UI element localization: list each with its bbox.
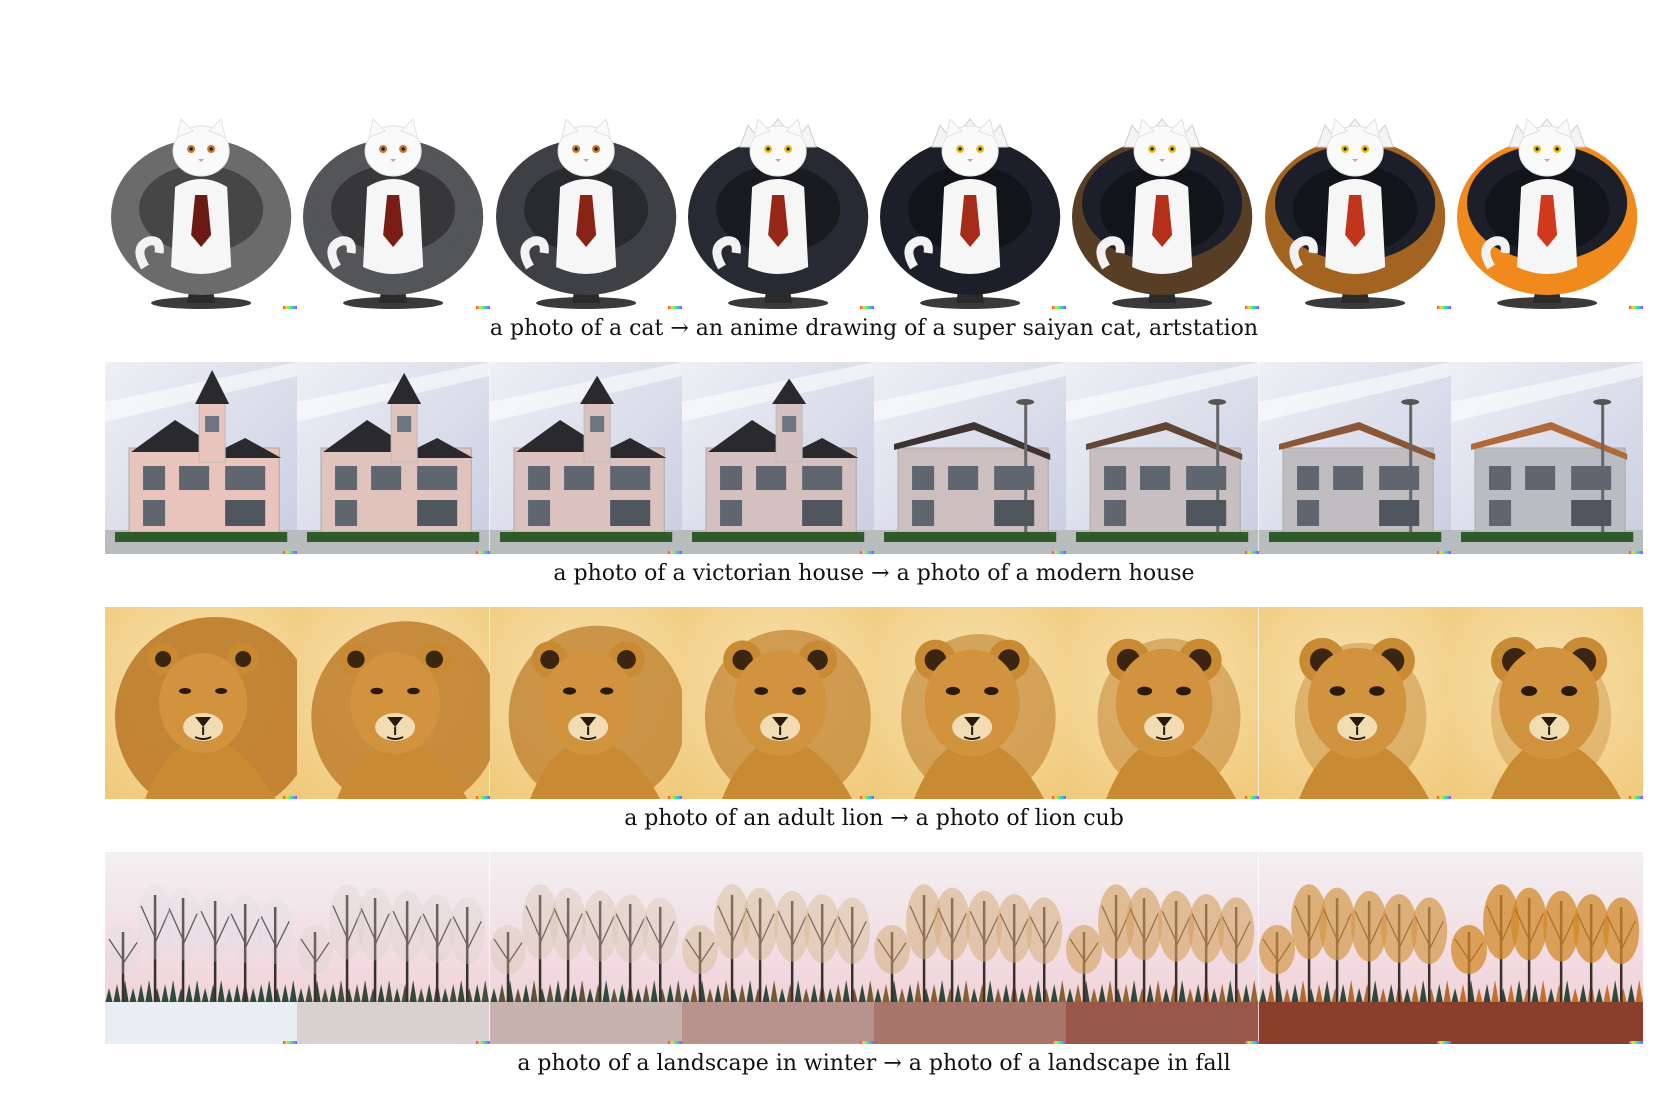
lion-frame-3 [489, 607, 682, 799]
house-frame-8 [1450, 362, 1643, 554]
frame-color-marker [283, 551, 298, 554]
cat-frame-1 [105, 117, 298, 309]
frame-color-marker [667, 1041, 682, 1044]
frame-color-marker [1436, 1041, 1451, 1044]
cat-frame-8 [1450, 117, 1643, 309]
lion-frame-7 [1258, 607, 1451, 799]
frame-color-marker [860, 551, 874, 554]
landscape-frame-4 [681, 852, 874, 1044]
frame-color-marker [667, 796, 682, 799]
frame-color-marker [860, 1041, 874, 1044]
landscape-frame-1 [105, 852, 298, 1044]
frame-color-marker [1629, 796, 1643, 799]
frame-color-marker [1436, 796, 1451, 799]
frame-color-marker [667, 306, 682, 309]
lion-frame-row [105, 607, 1643, 799]
house-frame-5 [874, 362, 1067, 554]
landscape-frame-3 [489, 852, 682, 1044]
house-frame-3 [489, 362, 682, 554]
house-frame-1 [105, 362, 298, 554]
frame-color-marker [1244, 1041, 1259, 1044]
caption-landscape: a photo of a landscape in winter → a pho… [517, 1051, 1231, 1076]
lion-frame-6 [1066, 607, 1259, 799]
frame-color-marker [1244, 796, 1259, 799]
frame-color-marker [1244, 306, 1259, 309]
lion-frame-5 [874, 607, 1067, 799]
landscape-frame-2 [297, 852, 490, 1044]
lion-frame-2 [297, 607, 490, 799]
frame-color-marker [1629, 1041, 1643, 1044]
frame-color-marker [1436, 306, 1451, 309]
frame-color-marker [1052, 796, 1067, 799]
caption-house: a photo of a victorian house → a photo o… [553, 561, 1195, 586]
frame-color-marker [860, 306, 874, 309]
frame-color-marker [667, 551, 682, 554]
lion-frame-4 [681, 607, 874, 799]
frame-color-marker [1436, 551, 1451, 554]
frame-color-marker [283, 796, 298, 799]
caption-lion: a photo of an adult lion → a photo of li… [624, 806, 1124, 831]
cat-frame-5 [874, 117, 1067, 309]
cat-frame-3 [489, 117, 682, 309]
landscape-frame-7 [1258, 852, 1451, 1044]
cat-frame-6 [1066, 117, 1259, 309]
house-frame-6 [1066, 362, 1259, 554]
frame-color-marker [475, 551, 490, 554]
house-frame-4 [681, 362, 874, 554]
cat-frame-row [105, 117, 1643, 309]
frame-color-marker [475, 796, 490, 799]
frame-color-marker [1629, 551, 1643, 554]
frame-color-marker [1052, 306, 1067, 309]
landscape-frame-5 [874, 852, 1067, 1044]
cat-frame-4 [681, 117, 874, 309]
frame-color-marker [1052, 1041, 1067, 1044]
lion-frame-8 [1450, 607, 1643, 799]
frame-color-marker [283, 1041, 298, 1044]
house-frame-row [105, 362, 1643, 554]
house-frame-7 [1258, 362, 1451, 554]
cat-frame-7 [1258, 117, 1451, 309]
landscape-frame-row [105, 852, 1643, 1044]
house-frame-2 [297, 362, 490, 554]
lion-frame-1 [105, 607, 298, 799]
frame-color-marker [1629, 306, 1643, 309]
frame-color-marker [1052, 551, 1067, 554]
frame-color-marker [475, 306, 490, 309]
caption-cat: a photo of a cat → an anime drawing of a… [489, 316, 1259, 341]
frame-color-marker [283, 306, 298, 309]
cat-frame-2 [297, 117, 490, 309]
landscape-frame-8 [1450, 852, 1643, 1044]
frame-color-marker [1244, 551, 1259, 554]
frame-color-marker [475, 1041, 490, 1044]
landscape-frame-6 [1066, 852, 1259, 1044]
frame-color-marker [860, 796, 874, 799]
